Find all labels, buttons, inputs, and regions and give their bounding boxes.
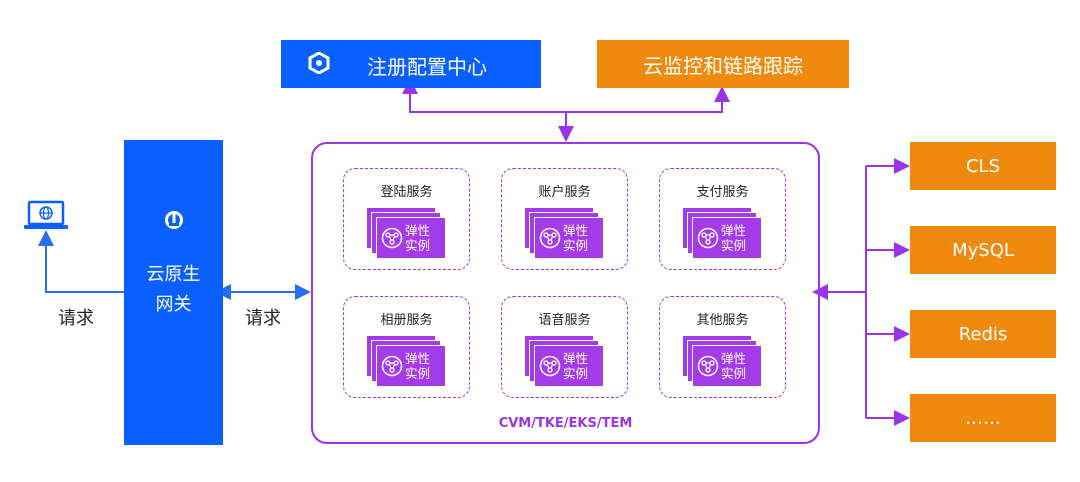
service-payment: 支付服务 弹性实例: [659, 168, 786, 270]
request-label-left: 请求: [58, 308, 94, 329]
instance-label: 弹性实例: [405, 351, 431, 381]
cloud-native-gateway-box: 云原生网关: [124, 140, 223, 445]
instance-network-icon: [697, 227, 719, 249]
service-title: 其他服务: [696, 313, 749, 328]
service-login: 登陆服务 弹性实例: [343, 168, 470, 270]
service-voice: 语音服务 弹性实例: [501, 296, 628, 398]
service-title: 账户服务: [538, 185, 591, 200]
instance-label: 弹性实例: [721, 223, 747, 253]
cluster-platform-label: CVM/TKE/EKS/TEM: [498, 416, 633, 431]
instance-network-icon: [539, 227, 561, 249]
instance-network-icon: [381, 355, 403, 377]
compute-cluster-box: 登陆服务 弹性实例 账户服务: [311, 142, 820, 444]
monitor-tracing-box: 云监控和链路跟踪: [597, 40, 849, 88]
service-title: 登陆服务: [380, 185, 433, 200]
service-title: 相册服务: [380, 313, 433, 328]
service-title: 语音服务: [538, 313, 591, 328]
service-other: 其他服务 弹性实例: [659, 296, 786, 398]
gateway-title: 云原生网关: [146, 264, 201, 315]
instance-stack: 弹性实例: [524, 207, 606, 263]
monitor-label: 云监控和链路跟踪: [643, 53, 803, 78]
registry-label: 注册配置中心: [367, 55, 487, 79]
instance-label: 弹性实例: [721, 351, 747, 381]
instance-label: 弹性实例: [563, 351, 589, 381]
datastore-cls: CLS: [910, 142, 1056, 190]
request-label-right: 请求: [245, 308, 281, 329]
laptop-globe-icon: [24, 200, 68, 229]
gateway-logo-icon: [164, 211, 183, 229]
datastore-redis: Redis: [910, 310, 1056, 358]
service-album: 相册服务 弹性实例: [343, 296, 470, 398]
service-title: 支付服务: [696, 185, 749, 200]
instance-stack: 弹性实例: [524, 335, 606, 391]
datastore-more: ……: [910, 394, 1056, 442]
datastore-label: Redis: [958, 323, 1008, 345]
datastore-label: CLS: [965, 155, 1001, 177]
datastore-label: ……: [965, 407, 1001, 429]
service-account: 账户服务 弹性实例: [501, 168, 628, 270]
top-boxes-connector: [402, 78, 730, 113]
instance-stack: 弹性实例: [366, 207, 448, 263]
laptop-gateway-line: [38, 230, 124, 293]
registry-config-center-box: 注册配置中心: [281, 40, 541, 88]
instance-label: 弹性实例: [405, 223, 431, 253]
instance-label: 弹性实例: [563, 223, 589, 253]
instance-network-icon: [539, 355, 561, 377]
registry-logo-icon: [308, 52, 330, 74]
instance-stack: 弹性实例: [682, 207, 764, 263]
instance-network-icon: [697, 355, 719, 377]
datastore-mysql: MySQL: [910, 226, 1056, 274]
instance-stack: 弹性实例: [366, 335, 448, 391]
instance-network-icon: [381, 227, 403, 249]
datastore-label: MySQL: [952, 239, 1014, 261]
instance-stack: 弹性实例: [682, 335, 764, 391]
